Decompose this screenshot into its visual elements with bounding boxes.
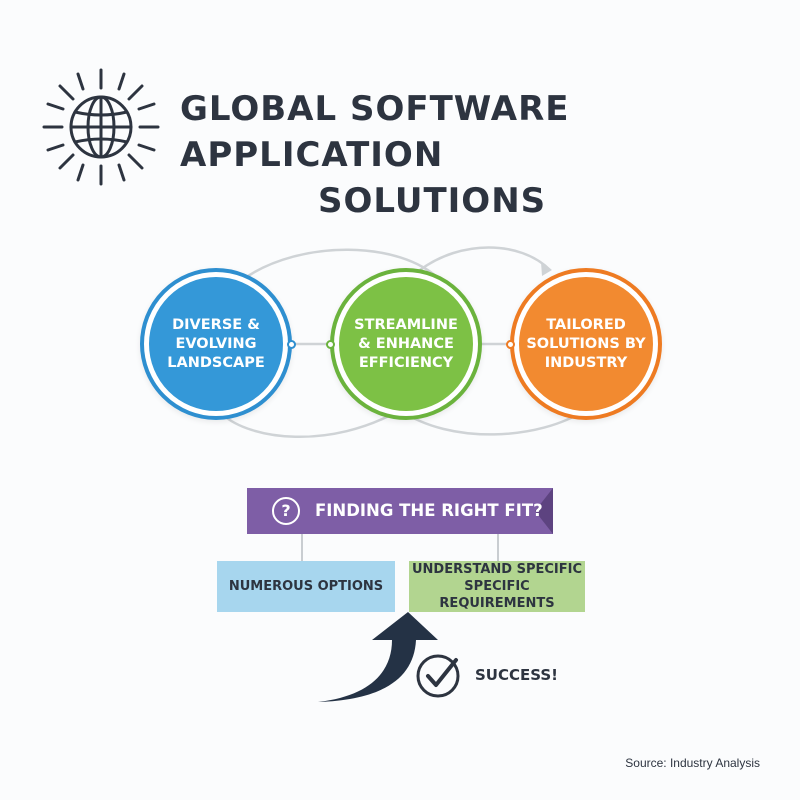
numerous-options-label: NUMEROUS OPTIONS bbox=[228, 579, 384, 594]
circle-2-line-1: STREAMLINE bbox=[354, 316, 458, 333]
circle-streamline-efficiency: STREAMLINE & ENHANCE EFFICIENCY bbox=[339, 277, 473, 411]
node-orange-left bbox=[506, 340, 515, 349]
circle-1-line-2: EVOLVING bbox=[175, 335, 257, 352]
circle-2-line-2: & ENHANCE bbox=[358, 335, 454, 352]
specific-requirements-box: UNDERSTAND SPECIFIC SPECIFIC REQUIREMENT… bbox=[409, 561, 585, 612]
finding-fit-banner: ? FINDING THE RIGHT FIT? bbox=[247, 488, 553, 534]
success-label: SUCCESS! bbox=[475, 666, 559, 684]
circle-diverse-landscape: DIVERSE & EVOLVING LANDSCAPE bbox=[149, 277, 283, 411]
source-note: Source: Industry Analysis bbox=[625, 756, 760, 770]
question-icon: ? bbox=[272, 497, 300, 525]
title-line-1: GLOBAL SOFTWARE APPLICATION bbox=[180, 89, 570, 175]
arc-bottom-right bbox=[399, 408, 586, 436]
title-line-2: SOLUTIONS bbox=[318, 181, 547, 221]
banner-ribbon-tail bbox=[535, 488, 553, 534]
circle-1-line-3: LANDSCAPE bbox=[167, 354, 265, 371]
page-title: GLOBAL SOFTWARE APPLICATION SOLUTIONS bbox=[180, 86, 700, 224]
circle-3-line-1: TAILORED bbox=[546, 316, 626, 333]
numerous-options-box: NUMEROUS OPTIONS bbox=[217, 561, 395, 612]
arc-bottom-left bbox=[221, 408, 401, 439]
circle-tailored-solutions: TAILORED SOLUTIONS BY INDUSTRY bbox=[519, 277, 653, 411]
circle-1-line-1: DIVERSE & bbox=[172, 316, 260, 333]
requirements-line-2: SPECIFIC REQUIREMENTS bbox=[439, 579, 555, 611]
node-green-left bbox=[326, 340, 335, 349]
node-blue-right bbox=[287, 340, 296, 349]
arrowhead-top bbox=[541, 262, 552, 276]
circle-2-line-3: EFFICIENCY bbox=[358, 354, 454, 371]
circle-3-line-3: INDUSTRY bbox=[544, 354, 628, 371]
globe-icon bbox=[42, 68, 160, 186]
arc-top-right bbox=[419, 246, 551, 272]
requirements-line-1: UNDERSTAND SPECIFIC bbox=[411, 562, 582, 577]
banner-label: FINDING THE RIGHT FIT? bbox=[315, 501, 543, 520]
circle-3-line-2: SOLUTIONS BY bbox=[526, 335, 646, 352]
